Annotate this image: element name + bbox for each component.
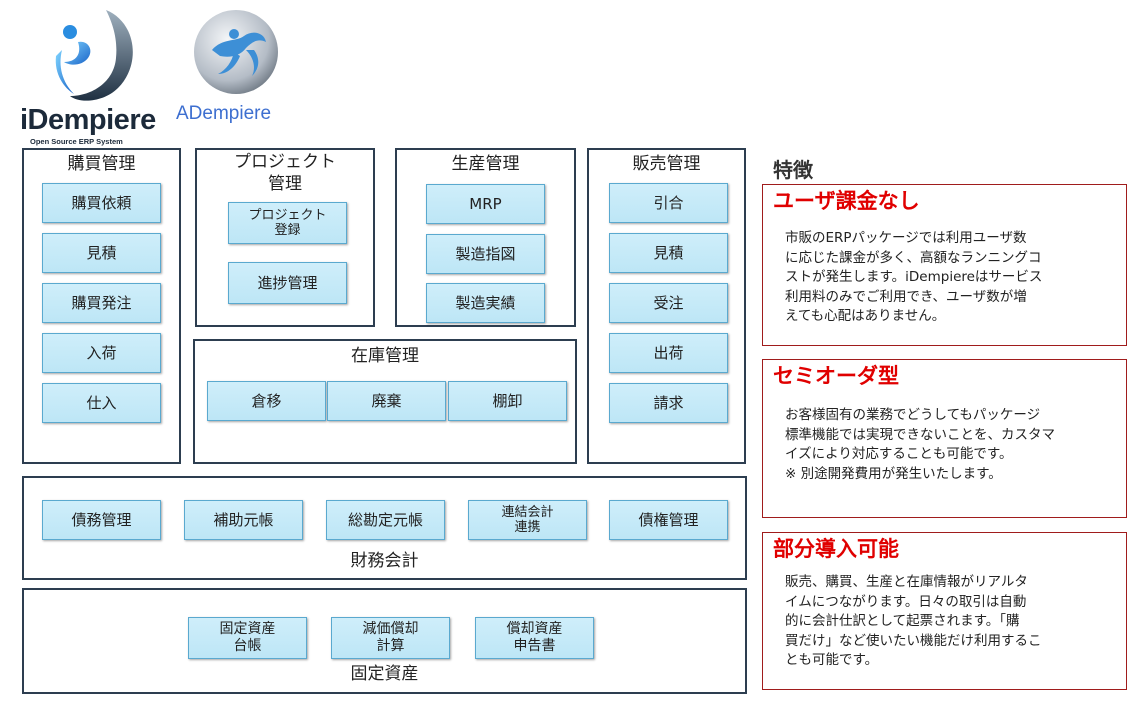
module-stocktake[interactable]: 棚卸	[448, 381, 567, 421]
adempiere-logo: ADempiere	[174, 8, 299, 133]
module-purchase-quote[interactable]: 見積	[42, 233, 161, 273]
module-accounts-receivable[interactable]: 債権管理	[609, 500, 728, 540]
fixed-assets-title: 固定資産	[350, 664, 419, 684]
project-group: プロジェクト 管理 プロジェクト 登録 進捗管理	[195, 148, 375, 327]
module-purchase-order[interactable]: 購買発注	[42, 283, 161, 323]
module-purchase-request[interactable]: 購買依頼	[42, 183, 161, 223]
module-project-registration[interactable]: プロジェクト 登録	[228, 202, 347, 244]
purchasing-group: 購買管理 購買依頼 見積 購買発注 入荷 仕入	[22, 148, 181, 464]
feature-title: ユーザ課金なし	[773, 189, 920, 213]
idempiere-tagline: Open Source ERP System	[30, 137, 123, 146]
feature-card-partial-adoption: 部分導入可能 販売、購買、生産と在庫情報がリアルタ イムにつながります。日々の取…	[762, 532, 1127, 690]
adempiere-logo-icon	[194, 10, 278, 94]
module-receipt[interactable]: 入荷	[42, 333, 161, 373]
module-shipment[interactable]: 出荷	[609, 333, 728, 373]
sales-group: 販売管理 引合 見積 受注 出荷 請求	[587, 148, 746, 464]
inventory-title: 在庫管理	[351, 346, 419, 366]
module-warehouse-transfer[interactable]: 倉移	[207, 381, 326, 421]
feature-body: お客様固有の業務でどうしてもパッケージ 標準機能では実現できないことを、カスタマ…	[785, 407, 1055, 482]
module-depreciation[interactable]: 減価償却 計算	[331, 617, 450, 659]
module-sales-order[interactable]: 受注	[609, 283, 728, 323]
production-title: 生産管理	[451, 154, 520, 174]
feature-body: 販売、購買、生産と在庫情報がリアルタ イムにつながります。日々の取引は自動 的に…	[785, 574, 1042, 668]
module-purchase-invoice[interactable]: 仕入	[42, 383, 161, 423]
module-depreciable-asset-return[interactable]: 償却資産 申告書	[475, 617, 594, 659]
idempiere-logo: iDempiere Open Source ERP System	[18, 4, 163, 146]
module-subsidiary-ledger[interactable]: 補助元帳	[184, 500, 303, 540]
feature-body: 市販のERPパッケージでは利用ユーザ数 に応じた課金が多く、高額なランニングコ …	[785, 230, 1043, 324]
inventory-group: 在庫管理 倉移 廃棄 棚卸	[193, 339, 577, 464]
module-accounts-payable[interactable]: 債務管理	[42, 500, 161, 540]
feature-title: 部分導入可能	[773, 537, 899, 561]
feature-card-no-user-fee: ユーザ課金なし 市販のERPパッケージでは利用ユーザ数 に応じた課金が多く、高額…	[762, 184, 1127, 346]
module-sales-quote[interactable]: 見積	[609, 233, 728, 273]
module-inquiry[interactable]: 引合	[609, 183, 728, 223]
purchasing-title: 購買管理	[67, 154, 136, 174]
project-title: プロジェクト 管理	[234, 152, 336, 194]
module-mrp[interactable]: MRP	[426, 184, 545, 224]
finance-title: 財務会計	[350, 551, 419, 571]
production-group: 生産管理 MRP 製造指図 製造実績	[395, 148, 576, 327]
idempiere-wordmark: iDempiere	[20, 104, 156, 136]
feature-card-semi-order: セミオーダ型 お客様固有の業務でどうしてもパッケージ 標準機能では実現できないこ…	[762, 359, 1127, 518]
module-billing[interactable]: 請求	[609, 383, 728, 423]
finance-group: 債務管理 補助元帳 総勘定元帳 連結会計 連携 債権管理 財務会計	[22, 476, 747, 580]
module-consolidation[interactable]: 連結会計 連携	[468, 500, 587, 540]
idempiere-logo-icon	[55, 10, 133, 101]
features-heading: 特徴	[773, 158, 813, 182]
module-work-order[interactable]: 製造指図	[426, 234, 545, 274]
module-progress-management[interactable]: 進捗管理	[228, 262, 347, 304]
fixed-assets-group: 固定資産 台帳 減価償却 計算 償却資産 申告書 固定資産	[22, 588, 747, 694]
module-production-result[interactable]: 製造実績	[426, 283, 545, 323]
sales-title: 販売管理	[632, 154, 701, 174]
module-disposal[interactable]: 廃棄	[327, 381, 446, 421]
feature-title: セミオーダ型	[773, 364, 899, 388]
module-asset-register[interactable]: 固定資産 台帳	[188, 617, 307, 659]
module-general-ledger[interactable]: 総勘定元帳	[326, 500, 445, 540]
adempiere-wordmark: ADempiere	[176, 103, 272, 124]
